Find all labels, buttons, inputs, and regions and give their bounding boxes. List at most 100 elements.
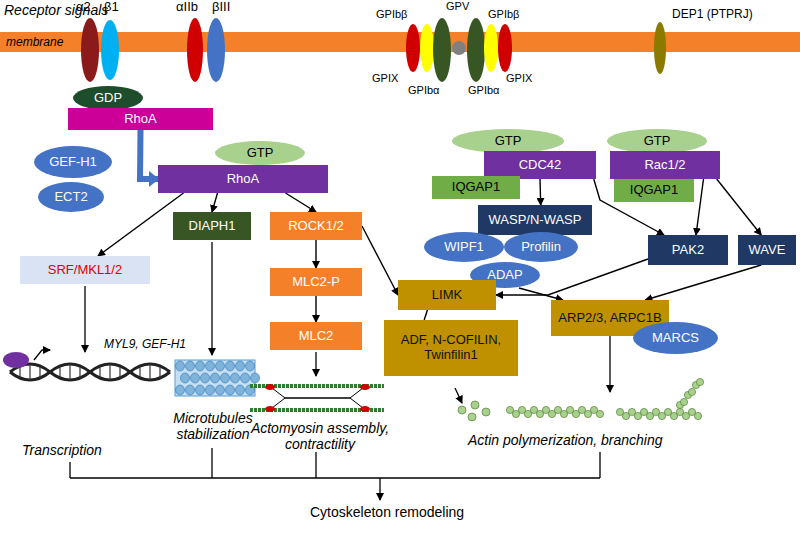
text-label: membrane bbox=[6, 36, 63, 50]
receptor bbox=[498, 24, 512, 72]
node-text: ECT2 bbox=[50, 190, 91, 205]
node-text: CDC42 bbox=[515, 158, 566, 173]
connector bbox=[286, 193, 317, 212]
node-label: Profilin bbox=[521, 240, 561, 255]
node-text: DIAPH1 bbox=[185, 219, 240, 234]
node-label: LIMK bbox=[432, 288, 462, 303]
node-label: WAVE bbox=[749, 243, 786, 258]
node-label: MLC2 bbox=[299, 329, 334, 344]
node-text: GEF-H1 bbox=[45, 155, 101, 170]
node-text: RhoA bbox=[120, 112, 161, 127]
node-label: GTP bbox=[247, 146, 274, 161]
process-box: WAVE bbox=[738, 235, 796, 265]
connector bbox=[424, 310, 427, 320]
diagram-title: Receptor signals bbox=[4, 2, 108, 18]
ellipse-node: GTP bbox=[215, 141, 305, 165]
node-text: IQGAP1 bbox=[448, 180, 504, 195]
process-box: SRF/MKL1/2 bbox=[20, 256, 150, 284]
node-text: WAVE bbox=[745, 243, 790, 258]
text-label: Actomyosin assembly, contractility bbox=[240, 420, 400, 452]
text-label: MYL9, GEF-H1 bbox=[104, 338, 186, 352]
node-text: GDP bbox=[90, 91, 126, 106]
node-text: WIPF1 bbox=[440, 240, 488, 255]
node-text: ARP2/3, ARPC1B bbox=[554, 311, 665, 326]
connector bbox=[315, 296, 316, 322]
node-text: IQGAP1 bbox=[626, 183, 682, 198]
process-box: IQGAP1 bbox=[432, 176, 520, 199]
outcome-arrows bbox=[85, 242, 610, 403]
ellipse-node: GDP bbox=[73, 86, 143, 110]
node-label: ROCK1/2 bbox=[288, 219, 344, 234]
process-box: CDC42 bbox=[484, 151, 596, 179]
node-label: WASP/N-WASP bbox=[489, 213, 582, 228]
connector bbox=[140, 130, 158, 179]
node-label: ADF, N-COFILIN, Twinfilin1 bbox=[388, 333, 514, 363]
ellipse-node: GTP bbox=[452, 129, 564, 153]
process-box: ROCK1/2 bbox=[270, 212, 362, 240]
text-label: GPIX bbox=[372, 72, 398, 85]
node-label: WIPF1 bbox=[444, 240, 484, 255]
connector bbox=[212, 193, 218, 212]
receptor bbox=[467, 18, 485, 82]
process-box: RhoA bbox=[68, 108, 213, 130]
node-label: GTP bbox=[495, 134, 522, 149]
connector bbox=[539, 179, 541, 205]
receptor bbox=[187, 18, 203, 82]
node-text: MLC2 bbox=[295, 329, 338, 344]
microtubule bbox=[175, 360, 260, 396]
text-label: GPIX bbox=[506, 72, 532, 85]
node-label: SRF/MKL1/2 bbox=[48, 263, 122, 278]
text-label: Actin polymerization, branching bbox=[468, 432, 663, 448]
ellipse-node: WIPF1 bbox=[424, 232, 504, 262]
node-label: MARCS bbox=[652, 331, 699, 346]
receptor bbox=[101, 20, 119, 80]
ellipse-node: ECT2 bbox=[38, 182, 104, 212]
process-box: DIAPH1 bbox=[173, 212, 251, 240]
node-label: PAK2 bbox=[672, 243, 704, 258]
actin-monomers bbox=[458, 401, 490, 421]
actin-filaments bbox=[506, 378, 703, 419]
node-label: CDC42 bbox=[519, 158, 562, 173]
receptor bbox=[207, 18, 225, 82]
process-box: LIMK bbox=[398, 280, 496, 310]
connector bbox=[315, 240, 316, 268]
node-text: Profilin bbox=[517, 240, 565, 255]
connector bbox=[362, 226, 398, 295]
connector bbox=[519, 288, 563, 300]
node-label: GTP bbox=[644, 134, 671, 149]
ellipse-node: GTP bbox=[607, 129, 707, 153]
receptor bbox=[433, 18, 451, 82]
receptor bbox=[654, 22, 666, 74]
connector bbox=[645, 265, 761, 300]
membrane-band bbox=[0, 32, 800, 52]
text-label: βIII bbox=[212, 0, 230, 15]
node-text: GTP bbox=[640, 134, 675, 149]
node-label: GEF-H1 bbox=[49, 155, 97, 170]
node-label: ECT2 bbox=[54, 190, 87, 205]
node-label: MLC2-P bbox=[292, 275, 340, 290]
ellipse-node: MARCS bbox=[633, 322, 718, 354]
process-box: MLC2 bbox=[270, 322, 362, 350]
node-label: RhoA bbox=[124, 112, 157, 127]
node-text: LIMK bbox=[428, 288, 466, 303]
node-label: IQGAP1 bbox=[630, 183, 678, 198]
node-text: GTP bbox=[243, 146, 278, 161]
text-label: Cytoskeleton remodeling bbox=[310, 504, 464, 520]
node-text: ADF, N-COFILIN, Twinfilin1 bbox=[384, 333, 518, 363]
connector bbox=[696, 179, 704, 235]
node-label: RhoA bbox=[227, 172, 260, 187]
node-label: Rac1/2 bbox=[644, 158, 685, 173]
node-text: SRF/MKL1/2 bbox=[44, 263, 126, 278]
process-box: RhoA bbox=[158, 165, 328, 193]
text-label: β1 bbox=[104, 0, 119, 15]
text-label: GPIbα bbox=[468, 84, 499, 97]
node-text: RhoA bbox=[223, 172, 264, 187]
text-label: α2 bbox=[76, 0, 91, 15]
text-label: DEP1 (PTPRJ) bbox=[672, 8, 753, 22]
receptor bbox=[452, 41, 466, 55]
receptor bbox=[81, 18, 99, 82]
text-label: αIIb bbox=[176, 0, 198, 15]
ellipse-node: Profilin bbox=[504, 232, 578, 262]
node-label: DIAPH1 bbox=[189, 219, 236, 234]
node-text: Rac1/2 bbox=[640, 158, 689, 173]
